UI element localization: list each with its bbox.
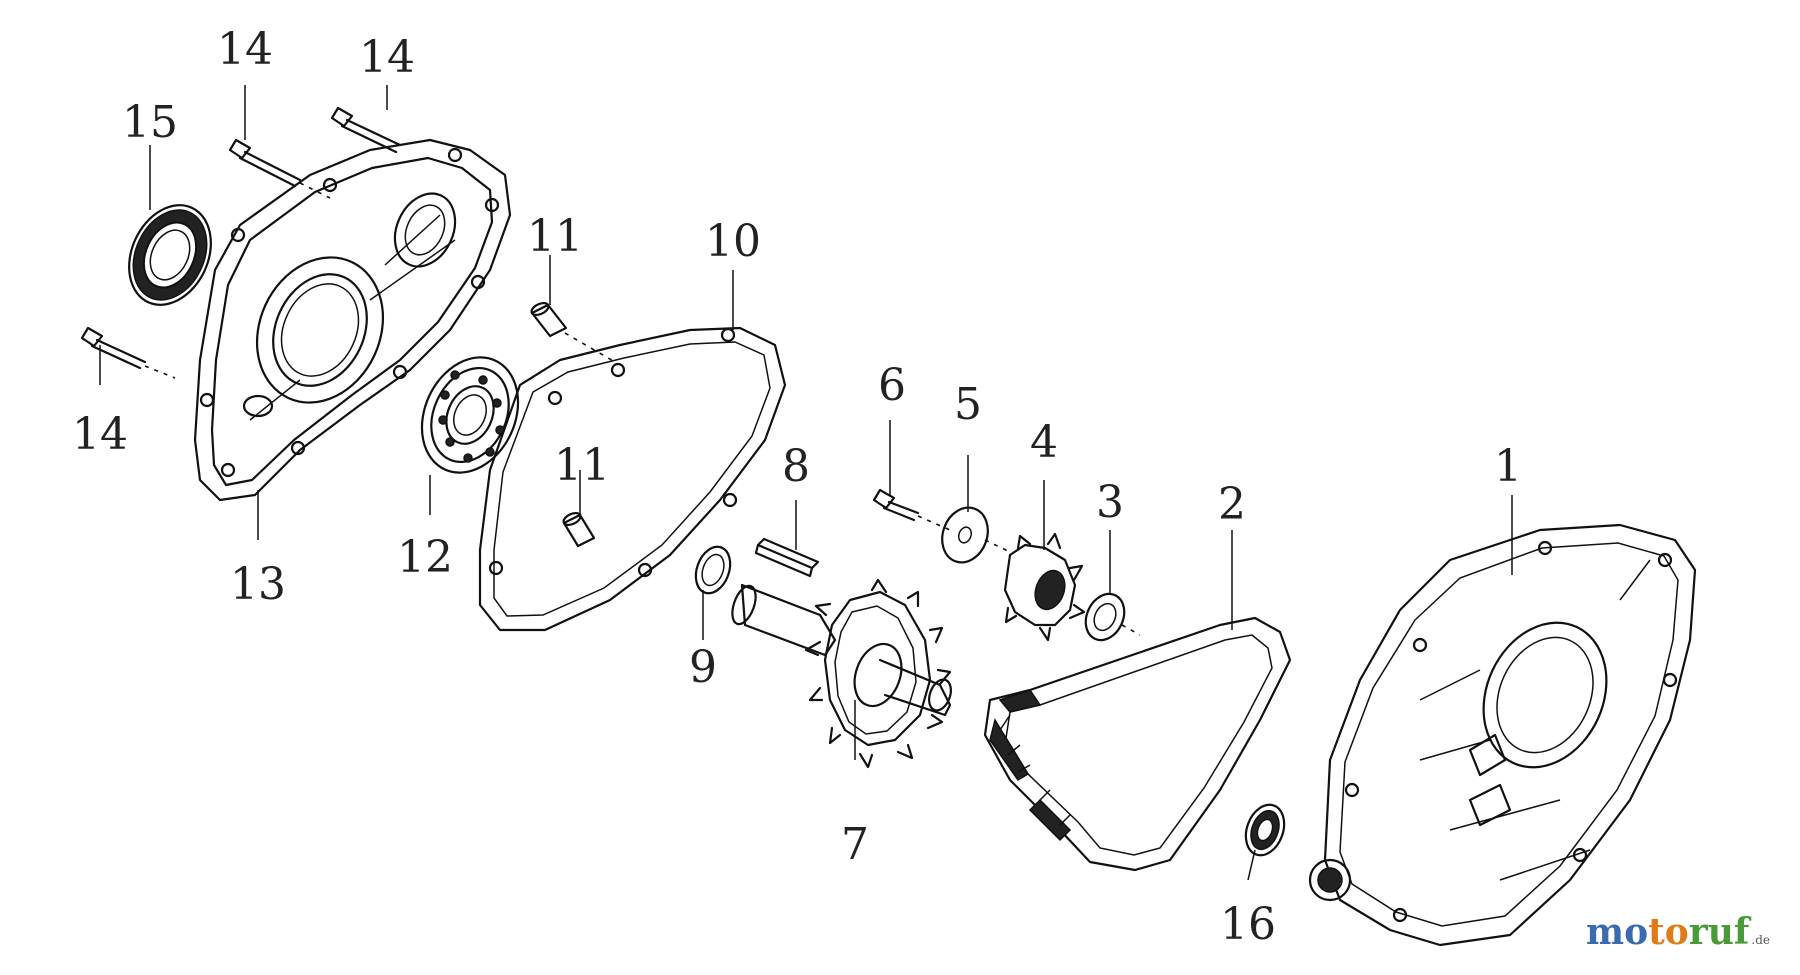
bolt-part [228,138,331,199]
leader-lines [99,85,1513,881]
gasket-part [478,326,787,632]
watermark-part-3: ruf [1688,911,1750,953]
callout-label-6: 6 [878,360,906,411]
callout-label-9: 9 [689,642,717,693]
watermark-part-2: to [1648,911,1689,953]
callout-label-13: 13 [230,559,286,610]
watermark-tld: .de [1751,933,1770,947]
bolt-part [330,106,402,154]
callout-label-10: 10 [705,216,761,267]
sprocket-shaft-part [731,578,952,769]
callout-label-11a: 11 [527,211,583,262]
callout-label-14a: 14 [217,24,273,75]
callout-label-4: 4 [1030,417,1058,468]
callout-label-5: 5 [954,379,982,430]
callout-label-11b: 11 [554,440,610,491]
gear-case-housing-part [1308,523,1697,947]
callout-label-12: 12 [397,532,453,583]
washer-part [1084,592,1141,642]
oil-seal-part [128,204,212,306]
watermark-part-1: mo [1586,911,1649,953]
callout-label-7: 7 [841,819,869,870]
chain-part [983,616,1292,872]
callout-label-15: 15 [122,97,178,148]
key-part [754,537,820,578]
bolt-part [80,326,176,379]
callout-label-3: 3 [1096,477,1124,528]
bearing-part [420,356,520,474]
bolt-part [872,488,951,531]
dowel-pin-part [530,301,616,363]
cover-plate-part [193,138,512,502]
drive-sprocket-part [1003,532,1086,642]
callout-label-14b: 14 [359,32,415,83]
watermark-logo: motoruf.de [1586,911,1770,953]
callout-label-8: 8 [782,441,810,492]
washer-part [694,545,732,595]
washer-part [941,506,1011,564]
seal-part [1244,803,1286,857]
dowel-pin-part [562,511,596,548]
callout-label-16: 16 [1220,899,1276,950]
callout-label-2: 2 [1218,479,1246,530]
callout-label-1: 1 [1494,441,1522,492]
callout-label-14c: 14 [72,409,128,460]
